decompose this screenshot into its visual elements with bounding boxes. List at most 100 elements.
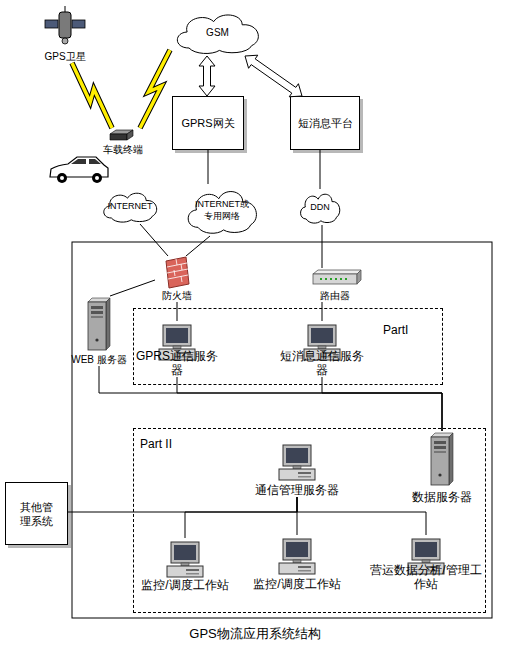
server-node: 通信管理服务器 <box>252 441 342 497</box>
web-server-node: WEB 服务器 <box>67 296 131 366</box>
part-group: Part II 通信管理服务器 数据服务器监控/调度工作站 监控/调度工作站 营运数据分… <box>133 428 486 613</box>
node-label: GPRS通信服务器 <box>134 349 220 377</box>
network-line <box>322 377 442 431</box>
bolt-outline <box>140 50 170 128</box>
sms-platform-box: 短消息平台 <box>290 96 360 150</box>
connector-group <box>140 224 168 256</box>
workstation-node: 监控/调度工作站 <box>251 535 343 591</box>
block-arrow <box>199 56 215 96</box>
data-server-node: 数据服务器 <box>412 431 472 504</box>
connector-group <box>297 497 298 535</box>
node-label: 路由器 <box>320 290 350 302</box>
cloud-outline <box>188 192 256 234</box>
cloud-outline <box>177 15 258 54</box>
connector-group <box>177 377 442 431</box>
server-node: 短消息通信服务器 <box>278 321 366 377</box>
network-line <box>297 497 426 535</box>
computer-icon <box>279 539 315 574</box>
connector-group <box>208 150 209 184</box>
part-label: PartI <box>383 323 408 337</box>
car-wheel-hub <box>60 176 64 180</box>
brick-lines <box>167 259 188 282</box>
connector-group <box>68 497 297 512</box>
system-frame <box>72 242 492 618</box>
internet-cloud: INTERNET <box>99 188 161 224</box>
solar-panel <box>45 20 58 28</box>
network-line <box>185 497 297 538</box>
wireless-bolt <box>72 63 112 128</box>
node-label: 短消息平台 <box>298 116 353 130</box>
connector-group <box>320 150 321 189</box>
car-wheel-hub <box>95 176 99 180</box>
figure-caption: GPS物流应用系统结构 <box>0 626 510 642</box>
workstation-node: 监控/调度工作站 <box>140 538 230 592</box>
cloud-outline <box>104 193 157 222</box>
solar-panel <box>72 20 85 28</box>
cloud-outline <box>301 194 340 223</box>
node-label: 其他管 理系统 <box>17 500 57 528</box>
network-line <box>177 377 442 431</box>
connector-group <box>199 56 215 96</box>
block-arrow <box>245 55 302 97</box>
connector-group <box>322 377 442 431</box>
node-label: DDN <box>310 201 330 213</box>
router-front <box>313 274 357 284</box>
terminal-icon <box>110 130 133 140</box>
node-label: 通信管理服务器 <box>255 483 339 497</box>
node-label: 监控/调度工作站 <box>253 577 340 591</box>
connector-group <box>99 366 442 431</box>
satellite-icon <box>45 6 85 44</box>
car-window <box>71 159 101 164</box>
network-line <box>320 150 321 189</box>
network-line <box>322 225 323 268</box>
node-label: GPS卫星 <box>44 51 85 63</box>
connector-group <box>177 302 178 321</box>
workstation-node: 营运数据分析/管理工作站 <box>366 535 486 591</box>
bolt-outline <box>72 63 112 128</box>
data-server-icon <box>431 433 453 485</box>
network-line <box>322 302 323 321</box>
connector-group <box>72 63 112 128</box>
connector-group <box>185 497 297 538</box>
router-node: 路由器 <box>310 268 360 302</box>
connector-group <box>322 302 323 321</box>
router-leds <box>320 278 347 280</box>
part-label: Part II <box>140 437 172 451</box>
computer-icon <box>279 445 315 480</box>
terminal-node: 车载终端 <box>98 128 148 156</box>
connector-group <box>297 497 426 535</box>
node-label: INTERNET <box>108 200 153 212</box>
satellite-dish <box>62 38 68 44</box>
car-wheel <box>92 173 102 183</box>
wireless-bolt <box>140 50 170 128</box>
connector-group <box>245 55 302 97</box>
other-system-box: 其他管 理系统 <box>5 482 68 545</box>
network-line <box>99 366 442 431</box>
router-icon <box>313 270 361 284</box>
node-label: 短消息通信服务器 <box>278 349 366 377</box>
network-line <box>177 302 178 321</box>
network-line <box>297 497 298 535</box>
gateway-box: GPRS网关 <box>172 96 244 150</box>
router-top <box>313 270 361 274</box>
connector-group <box>322 225 323 268</box>
car-wheel <box>57 173 67 183</box>
node-label: 防火墙 <box>162 290 192 302</box>
cloud-shape <box>182 184 262 236</box>
connector-group <box>110 280 155 296</box>
network-line <box>110 280 155 296</box>
part-group: PartI GPRS通信服务器 短消息通信服务器 <box>133 308 443 385</box>
node-label: 监控/调度工作站 <box>141 578 228 592</box>
terminal-side <box>127 130 133 140</box>
node-label: 车载终端 <box>103 144 143 156</box>
satellite-node: GPS卫星 <box>35 3 95 63</box>
router-side <box>357 270 361 284</box>
node-label: GSM <box>206 26 229 39</box>
network-line <box>140 224 168 256</box>
node-label: 营运数据分析/管理工作站 <box>366 563 486 591</box>
computer-icon <box>167 542 203 577</box>
network-cloud: INTERNET或 专用网络 <box>182 184 262 236</box>
connector-group <box>140 50 170 128</box>
